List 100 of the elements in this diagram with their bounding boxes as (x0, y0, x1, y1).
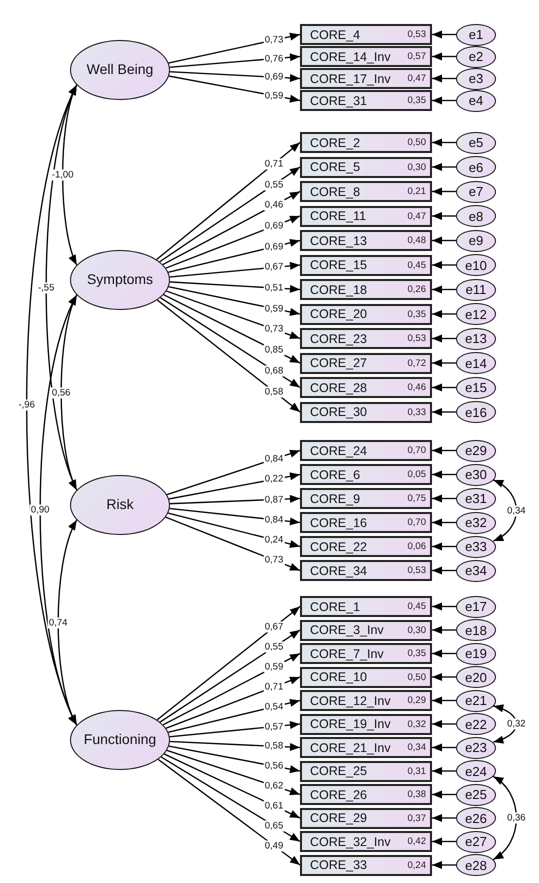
r-squared-value: 0,05 (408, 469, 426, 480)
loading-arrow (162, 190, 300, 266)
loading-arrow (158, 758, 300, 866)
observed-variable-box (300, 760, 432, 782)
loading-arrow (168, 75, 300, 103)
error-arrow (432, 767, 456, 775)
edge-label: 0,65 (264, 820, 284, 832)
error-term-ellipse: e9 (456, 230, 496, 252)
error-term-ellipse: e29 (456, 440, 496, 462)
variable-name: CORE_7_Inv (310, 646, 384, 660)
edge-label: 0,54 (264, 701, 284, 712)
r-squared-value: 0,72 (408, 358, 426, 368)
edge-label: 0,59 (264, 662, 284, 673)
error-arrow (432, 212, 456, 220)
r-squared-value: 0,29 (408, 695, 426, 706)
loading-arrow (170, 494, 300, 504)
r-squared-value: 0,45 (408, 260, 426, 270)
variable-name: CORE_33 (310, 858, 367, 872)
error-term-ellipse: e23 (456, 736, 496, 758)
variable-name: CORE_6 (310, 468, 360, 482)
r-squared-value: 0,46 (408, 382, 426, 393)
error-arrow (432, 188, 456, 196)
edge-label: 0,55 (264, 179, 284, 190)
edge-label: 0,61 (264, 800, 284, 812)
loading-arrow (160, 756, 300, 842)
edge-label: 0,87 (264, 494, 284, 506)
edge-label: 0,85 (264, 344, 284, 356)
r-squared-value: 0,50 (408, 137, 426, 148)
edge-label: 0,55 (264, 642, 284, 653)
loading-arrow (164, 753, 300, 819)
edge-label: 0,22 (264, 474, 284, 485)
edge-label: 0,84 (264, 454, 284, 465)
covariance-arrow (493, 479, 517, 542)
r-squared-value: 0,21 (408, 186, 426, 197)
variable-name: CORE_15 (310, 258, 367, 272)
loading-arrow (160, 297, 300, 388)
r-squared-value: 0,33 (408, 406, 426, 418)
correlation-arrow (58, 520, 78, 726)
latent-variable-ellipse: Symptoms (70, 250, 170, 310)
variable-name: CORE_28 (310, 380, 367, 394)
error-term-ellipse: e18 (456, 619, 496, 641)
variable-name: CORE_3_Inv (310, 623, 384, 637)
error-term-ellipse: e13 (456, 328, 496, 350)
latent-variable-ellipse: Well Being (70, 40, 170, 100)
observed-variable-box (300, 596, 432, 617)
r-squared-value: 0,50 (408, 672, 426, 682)
error-term-ellipse: e1 (456, 24, 496, 46)
error-term-ellipse: e34 (456, 560, 496, 582)
variable-name: CORE_14_Inv (310, 50, 391, 64)
error-term-ellipse: e26 (456, 807, 496, 829)
loading-arrow (166, 750, 300, 796)
observed-variable-box (300, 254, 432, 276)
error-arrow (432, 74, 456, 82)
edge-label: 0,74 (48, 617, 68, 628)
loading-arrow (168, 698, 300, 733)
loading-arrow (159, 166, 300, 262)
error-term-ellipse: e22 (456, 713, 496, 735)
r-squared-value: 0,35 (408, 95, 426, 106)
edge-label: 0,67 (264, 262, 284, 273)
r-squared-value: 0,45 (408, 601, 426, 612)
edge-label: 0,58 (264, 386, 284, 398)
r-squared-value: 0,34 (408, 742, 426, 753)
r-squared-value: 0,35 (408, 648, 426, 659)
observed-variable-box (300, 230, 432, 251)
error-arrow (432, 96, 456, 104)
latent-variable-ellipse: Functioning (70, 710, 170, 770)
error-arrow (432, 408, 456, 416)
error-arrow (432, 310, 456, 318)
loading-arrow (160, 629, 300, 723)
loading-arrow (156, 299, 300, 413)
error-term-ellipse: e10 (456, 254, 496, 276)
variable-name: CORE_17_Inv (310, 72, 391, 86)
error-arrow (432, 494, 456, 502)
r-squared-value: 0,53 (408, 565, 426, 576)
edge-label: -,55 (36, 282, 56, 293)
variable-name: CORE_22 (310, 540, 367, 554)
variable-name: CORE_23 (310, 332, 367, 346)
r-squared-value: 0,30 (408, 162, 426, 172)
error-arrow (432, 470, 456, 478)
error-arrow (432, 52, 456, 60)
loading-arrow (170, 281, 300, 293)
edge-label: -1,00 (50, 170, 74, 180)
observed-variable-box (300, 90, 432, 111)
loading-arrow (170, 71, 300, 82)
variable-name: CORE_21_Inv (310, 740, 391, 754)
loading-arrow (156, 606, 300, 720)
r-squared-value: 0,06 (408, 541, 426, 552)
error-arrow (432, 720, 456, 728)
edge-label: 0,73 (264, 324, 284, 335)
observed-variable-box (300, 156, 432, 178)
error-term-ellipse: e30 (456, 464, 496, 486)
error-term-ellipse: e31 (456, 488, 496, 510)
error-term-ellipse: e27 (456, 830, 496, 852)
observed-variable-box (300, 206, 432, 226)
variable-name: CORE_9 (310, 492, 360, 506)
observed-variable-box (300, 560, 432, 581)
correlation-arrow (40, 294, 78, 726)
variable-name: CORE_8 (310, 184, 360, 198)
edge-label: 0,58 (264, 740, 284, 752)
loading-arrow (166, 676, 300, 729)
